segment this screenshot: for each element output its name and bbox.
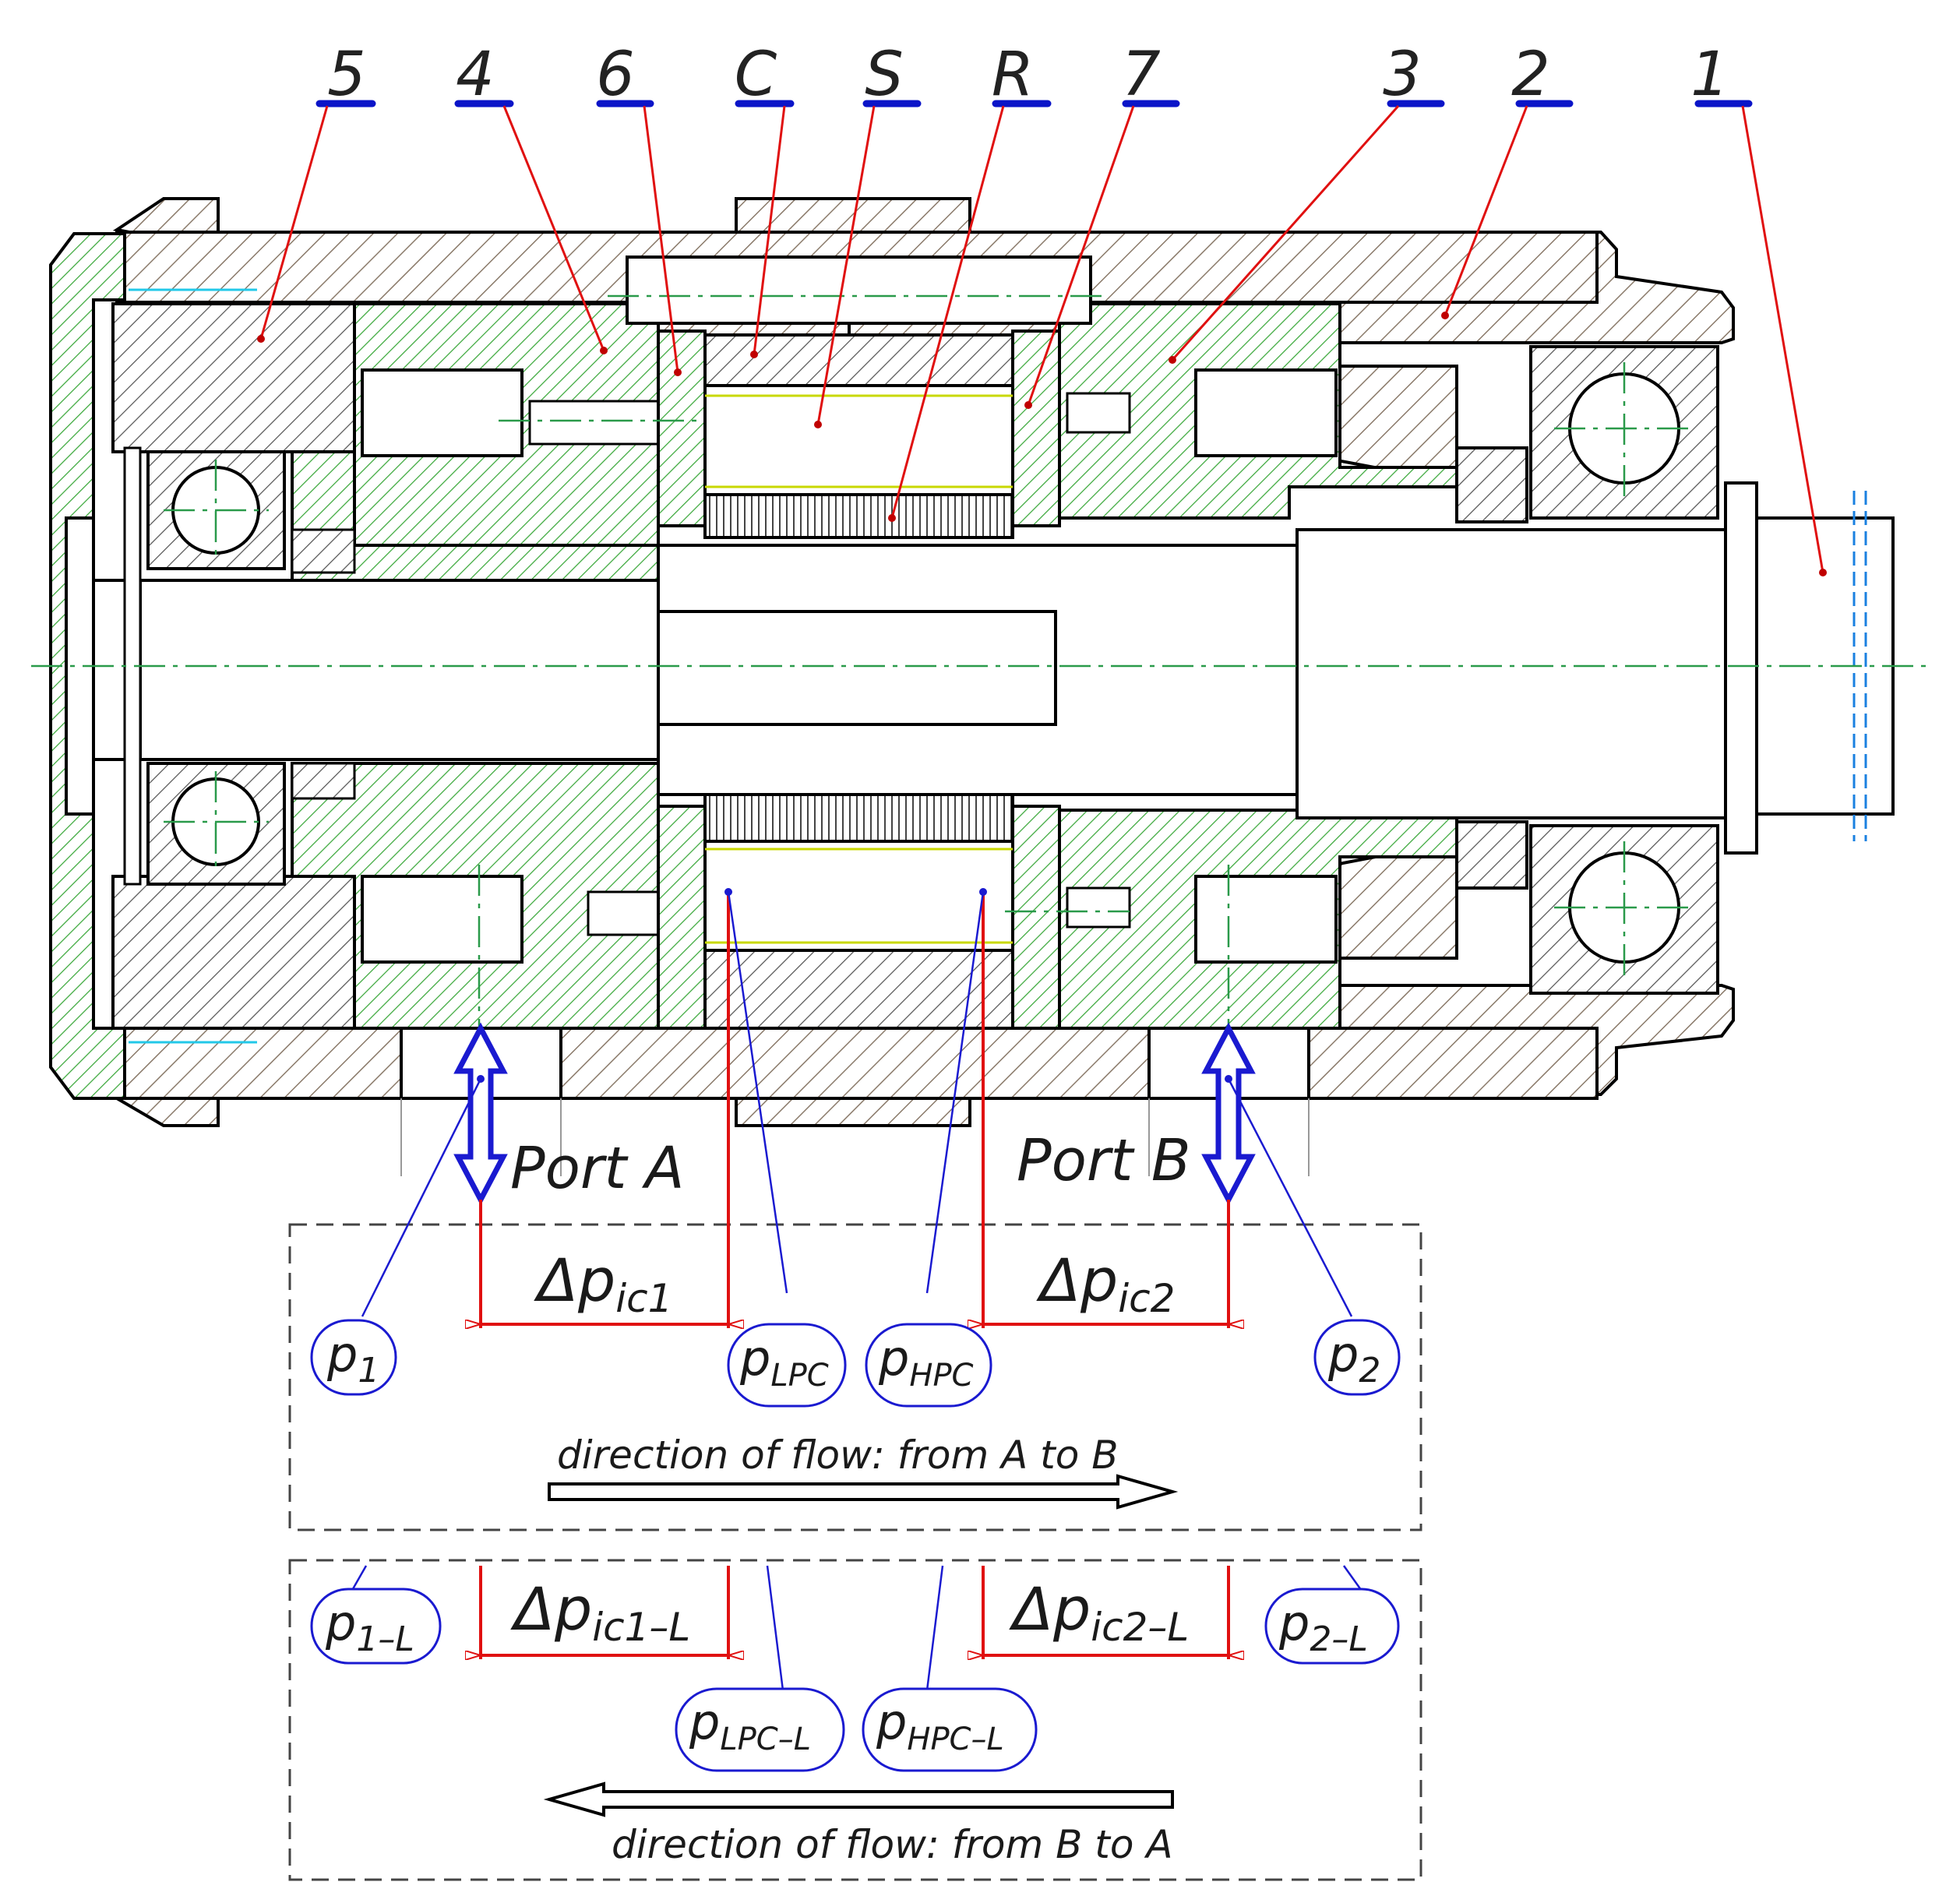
callout-leader	[753, 105, 786, 355]
callout-label: S	[865, 40, 904, 110]
part-3-side-plate	[1058, 302, 1458, 1030]
callout-dot	[674, 368, 682, 376]
spacer-left-lower	[291, 762, 356, 800]
flow-text-b-to-a: direction of flow: from B to A	[612, 1822, 1173, 1867]
port-a-label: Port A	[510, 1135, 684, 1202]
label-phpc: pHPC	[878, 1330, 974, 1394]
label-dp-ic2-l: Δpic2–L	[1009, 1574, 1189, 1650]
center-lines	[31, 294, 1932, 1106]
label-p2-l: p2–L	[1278, 1595, 1368, 1659]
callout-leader	[816, 105, 876, 425]
spacer-right-lower	[1455, 820, 1528, 890]
through-pin	[626, 256, 1092, 325]
callout-5: 5	[257, 40, 376, 343]
callout-2: 2	[1441, 40, 1574, 319]
part-s-stator-lower	[703, 840, 1014, 952]
panel-1-frame	[288, 1223, 1422, 1531]
bubble-plpc	[727, 1323, 847, 1408]
callout-dot	[600, 347, 608, 354]
part-1-shaft	[65, 446, 1895, 886]
spacer-left-upper	[291, 528, 356, 574]
label-phpc-l: pHPC–L	[876, 1693, 1004, 1757]
callout-leader	[890, 105, 1005, 519]
callout-layer: 5 4 6 C S R 7 3 2 1	[257, 40, 1827, 576]
part-7-plate	[1011, 330, 1061, 527]
label-p2: p2	[1327, 1326, 1380, 1390]
callout-dot	[750, 351, 758, 358]
bubble-phpc	[865, 1323, 992, 1408]
callout-1: 1	[1690, 40, 1827, 576]
flow-text-a-to-b: direction of flow: from A to B	[557, 1433, 1119, 1478]
label-dp-ic1: Δpic1	[534, 1246, 672, 1321]
callout-6: 6	[596, 40, 682, 376]
callout-label: 5	[327, 40, 366, 110]
part-c-ring	[703, 333, 1014, 387]
bubble-p2	[1313, 1319, 1401, 1396]
bubble-p1	[310, 1319, 397, 1396]
part-r-rotor-lower	[703, 789, 1014, 843]
callout-dot	[1441, 312, 1449, 319]
panel-2-frame	[288, 1559, 1422, 1881]
callout-label: R	[992, 40, 1034, 110]
callout-label: 1	[1690, 40, 1729, 110]
callout-leader	[1027, 105, 1135, 406]
label-p1-l: p1–L	[325, 1595, 414, 1659]
callout-7: 7	[1024, 40, 1180, 409]
bubble-plpc-l	[675, 1687, 845, 1772]
callout-dot	[814, 421, 822, 428]
callout-label: 3	[1383, 40, 1422, 110]
callout-R: R	[888, 40, 1052, 522]
callout-label: 6	[596, 40, 635, 110]
label-p1: p1	[326, 1326, 379, 1390]
callout-dot	[257, 335, 265, 343]
callout-C: C	[735, 40, 795, 358]
part-c-ring-lower	[703, 949, 1014, 1030]
label-plpc: pLPC	[739, 1330, 829, 1394]
callout-leader	[643, 105, 679, 373]
flow-arrow-right	[548, 1474, 1179, 1510]
callout-4: 4	[454, 40, 608, 354]
callout-leader	[502, 105, 605, 351]
panel-flow-b-to-a: p1–L pLPC–L pHPC–L p2–L Δpic1–L Δpic2–L …	[288, 1559, 1422, 1881]
callout-label: 4	[456, 40, 495, 110]
part-4-side-plate	[291, 302, 660, 1030]
callout-label: C	[735, 40, 777, 110]
callout-dot	[1024, 401, 1032, 409]
port-a-double-arrow	[453, 1022, 508, 1206]
port-b-double-arrow	[1201, 1022, 1256, 1206]
callout-dot	[1169, 356, 1176, 364]
label-plpc-l: pLPC–L	[689, 1693, 811, 1757]
callout-3: 3	[1169, 40, 1445, 364]
housing-lower-band	[115, 1027, 1599, 1100]
callout-leader	[1741, 105, 1824, 573]
label-dp-ic1-l: Δpic1–L	[510, 1574, 690, 1650]
part-6-plate-lower	[657, 805, 707, 1030]
callout-S: S	[814, 40, 922, 428]
bubble-p1-l	[310, 1588, 442, 1665]
callout-label: 7	[1122, 40, 1161, 110]
part-s-stator	[703, 384, 1014, 496]
part-7-plate-lower	[1011, 805, 1061, 1030]
callout-dot	[888, 514, 896, 522]
label-dp-ic2: Δpic2	[1036, 1246, 1175, 1321]
part-6-plate	[657, 330, 707, 527]
callout-leader	[1444, 105, 1528, 316]
port-b-label: Port B	[1017, 1127, 1191, 1194]
part-5-cover	[111, 288, 356, 1044]
callout-leader	[259, 105, 329, 340]
bubble-p2-l	[1264, 1588, 1400, 1665]
flow-arrow-left	[543, 1782, 1174, 1817]
callout-dot	[1819, 569, 1827, 576]
spacer-right-upper	[1455, 446, 1528, 523]
part-r-rotor	[703, 493, 1014, 539]
bubble-phpc-l	[862, 1687, 1038, 1772]
panel-flow-a-to-b: p1 pLPC pHPC p2 Δpic1 Δpic2 direction of…	[288, 888, 1422, 1531]
callout-leader	[1171, 105, 1400, 361]
callout-label: 2	[1511, 40, 1550, 110]
